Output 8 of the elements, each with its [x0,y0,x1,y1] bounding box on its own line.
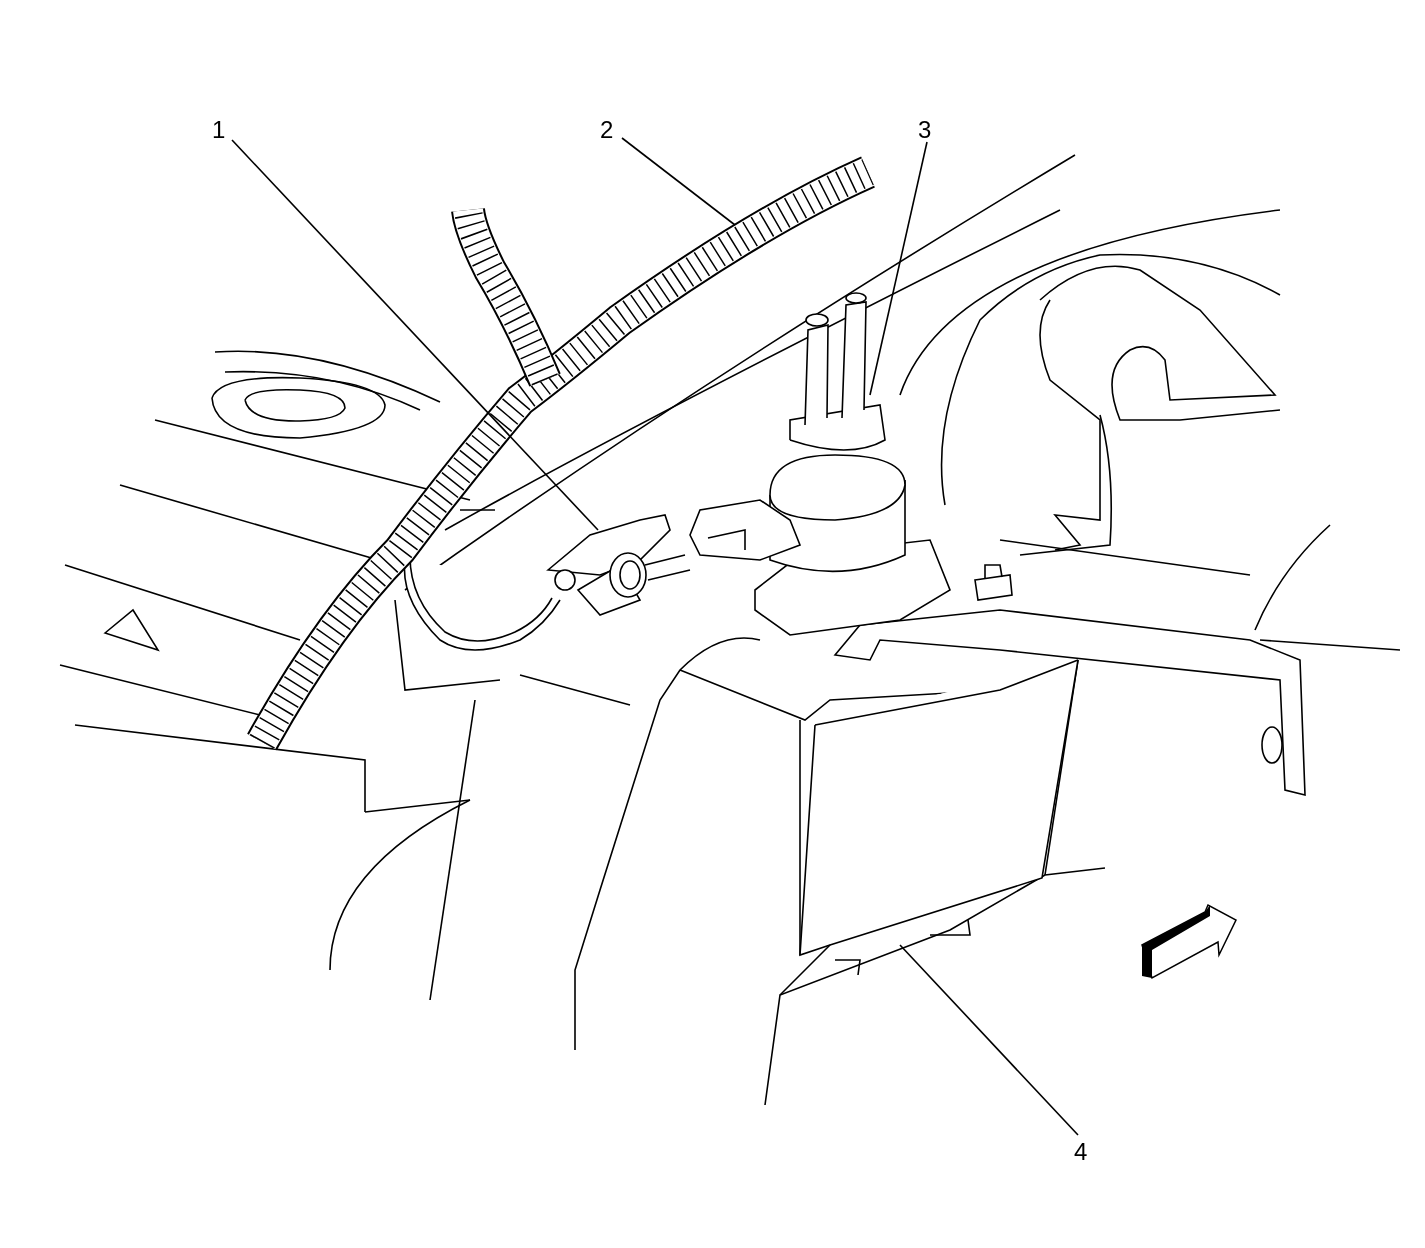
leader-line [231,139,599,531]
callout-number: 1 [212,116,226,143]
leader-line [621,137,736,226]
leader-line [869,141,928,396]
callout-number: 2 [600,116,614,143]
leader-line [899,944,1079,1136]
callout-number: 4 [1074,1138,1088,1165]
callout-number: 3 [918,116,932,143]
